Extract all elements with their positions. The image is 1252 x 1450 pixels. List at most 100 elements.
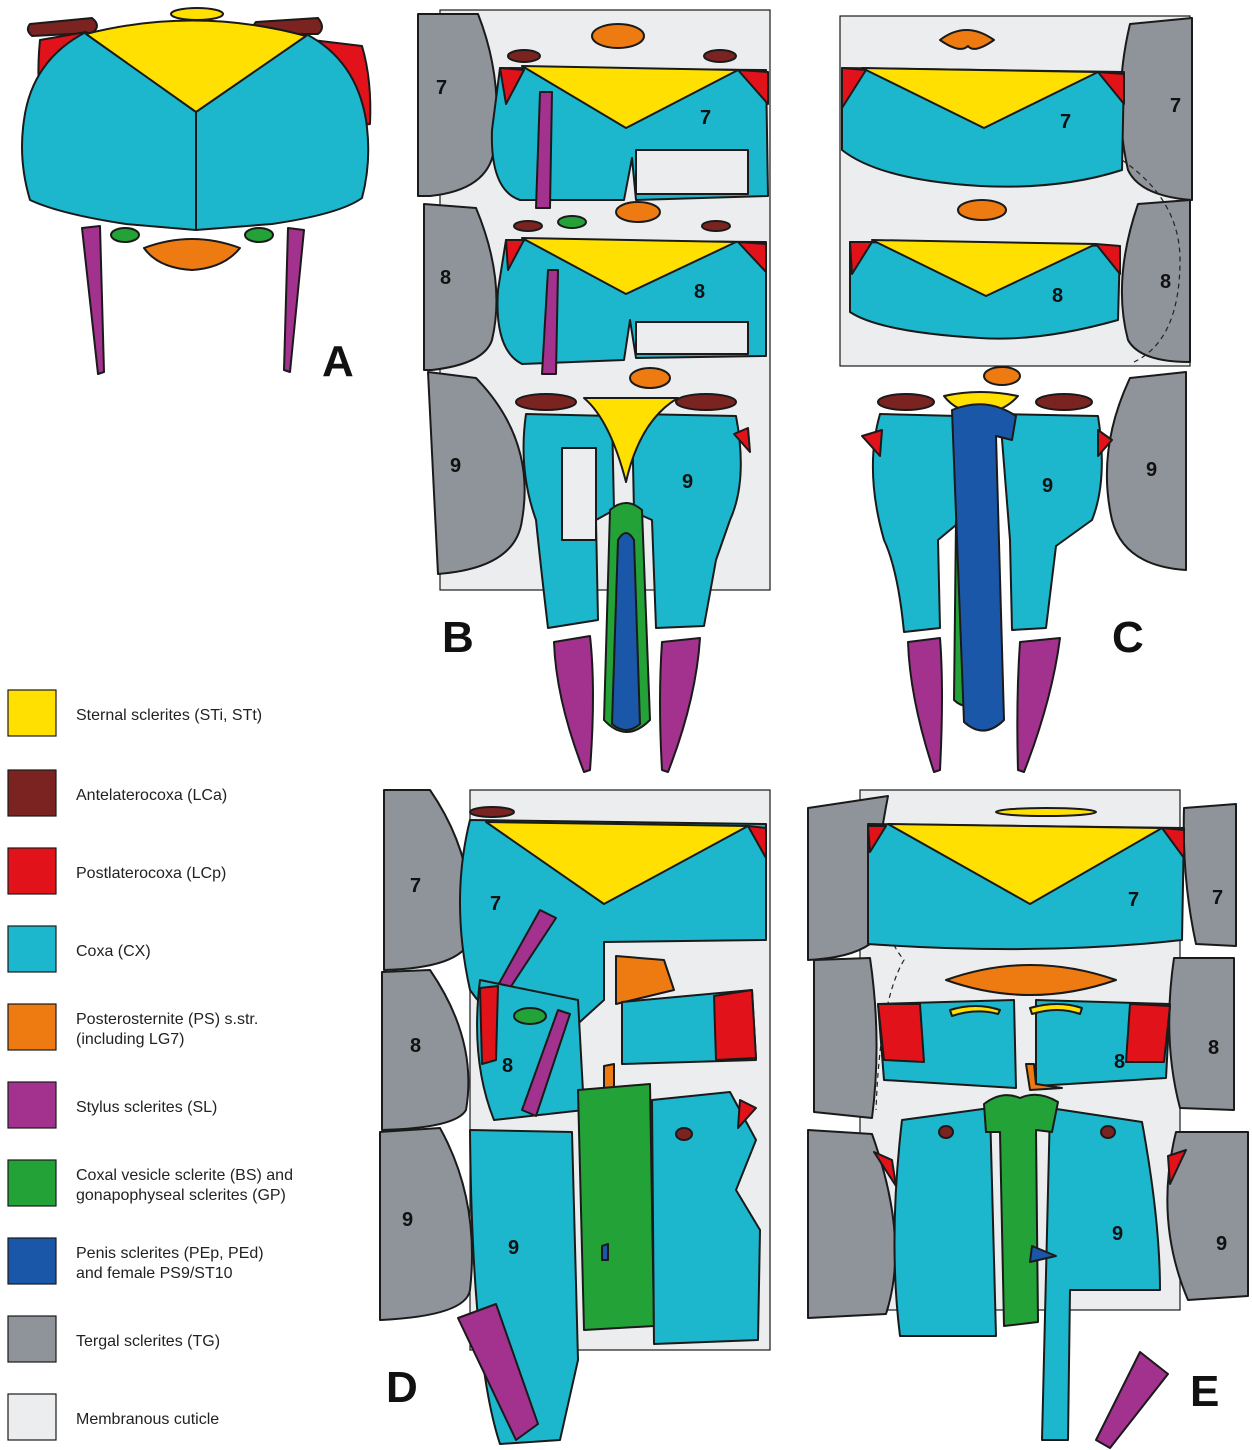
tergite-8-e-right [1169,958,1234,1110]
legend-swatch-gonapophyseal [8,1160,56,1206]
legend-item-postlaterocoxa: Postlaterocoxa (LCp) [8,848,226,894]
legend-label-coxa: Coxa (CX) [76,943,151,960]
segment-label-9-e-coxa: 9 [1112,1223,1123,1245]
legend-item-coxa: Coxa (CX) [8,926,151,972]
gonapophyseal-9-d [578,1084,654,1330]
stylus-9-b-right [660,638,700,772]
membrane-gap-8-b [636,322,748,354]
postlaterocoxa-8-d-right [714,990,756,1060]
tergite-7-c [1120,18,1192,200]
antelaterocoxa-9-e-right [1101,1126,1115,1138]
posterosternite-8-d-small [604,1064,614,1090]
legend-item-gonapophyseal: Coxal vesicle sclerite (BS) and gonapoph… [8,1160,293,1206]
segment-label-8-d-tergite: 8 [410,1035,421,1057]
legend-item-sternal: Sternal sclerites (STi, STt) [8,690,262,736]
legend-label-tergal: Tergal sclerites (TG) [76,1333,220,1350]
legend-swatch-membrane [8,1394,56,1440]
antelaterocoxa-8-b-right [702,221,730,231]
segment-label-8-b-coxa: 8 [694,281,705,303]
legend-swatch-coxa [8,926,56,972]
tergite-8-c [1122,200,1190,362]
stylus-left [82,226,104,374]
postlaterocoxa-9-c-left [862,430,882,456]
legend-swatch-tergal [8,1316,56,1362]
legend-swatch-posterosternite [8,1004,56,1050]
coxa-9-d-right [652,1092,760,1344]
penis-9-d [602,1244,608,1260]
segment-label-8-e-coxa: 8 [1114,1051,1125,1073]
panel-letter-b: B [442,613,474,662]
panel-a: A [22,8,370,386]
stylus-7-b [536,92,552,208]
segment-label-8-e-tergite: 8 [1208,1037,1219,1059]
legend-label-penis-line2: and female PS9/ST10 [76,1265,233,1282]
legend-label-posterosternite: Posterosternite (PS) s.str. [76,1011,258,1028]
gonapophyseal-8-b [558,216,586,228]
legend-label-penis: Penis sclerites (PEp, PEd) [76,1245,264,1262]
legend-label-postlaterocoxa: Postlaterocoxa (LCp) [76,865,226,882]
stylus-9-c-right [1017,638,1060,772]
stylus-9-e [1096,1352,1168,1448]
antelaterocoxa-8-b-left [514,221,542,231]
antelaterocoxa-7-b-left [508,50,540,62]
gonapophyseal-left [111,228,139,242]
antelaterocoxa-9-b-right [676,394,736,410]
tergite-9-d [380,1128,472,1320]
legend-swatch-sternal [8,690,56,736]
postlaterocoxa-8-e-right [1126,1004,1170,1062]
segment-label-9-d-tergite: 9 [402,1209,413,1231]
segment-label-7-e-tergite: 7 [1212,887,1223,909]
legend-label-antelaterocoxa: Antelaterocoxa (LCa) [76,787,227,804]
legend-label-gonapophyseal: Coxal vesicle sclerite (BS) and [76,1167,293,1184]
sternal-sclerite-small [171,8,223,20]
segment-label-9-b-tergite: 9 [450,455,461,477]
tergite-8-e-left [814,958,877,1118]
segment-label-8-c-coxa: 8 [1052,285,1063,307]
postlaterocoxa-8-d-left [480,986,498,1064]
panel-letter-e: E [1190,1367,1219,1416]
tergite-7-d [384,790,471,970]
segment-label-7-e-coxa: 7 [1128,889,1139,911]
membrane-gap-9-b [562,448,596,540]
segment-label-7-c-tergite: 7 [1170,95,1181,117]
tergite-7-e-right [1184,804,1236,946]
panel-letter-d: D [386,1363,418,1412]
antelaterocoxa-9-b-left [516,394,576,410]
posterosternite-7-b [592,24,644,48]
posterosternite-8-c [958,200,1006,220]
legend-label-sternal: Sternal sclerites (STi, STt) [76,707,262,724]
postlaterocoxa-8-e-left [878,1004,924,1062]
legend-item-tergal: Tergal sclerites (TG) [8,1316,220,1362]
membrane-gap-7-b [636,150,748,194]
tergite-7-b [418,14,497,196]
legend-swatch-antelaterocoxa [8,770,56,816]
legend-item-posterosternite: Posterosternite (PS) s.str. (including L… [8,1004,258,1050]
gonapophyseal-right [245,228,273,242]
coxa-9-e-left [894,1108,996,1336]
legend-item-penis: Penis sclerites (PEp, PEd) and female PS… [8,1238,264,1284]
stylus-9-c-left [908,638,942,772]
legend-label-membrane: Membranous cuticle [76,1411,219,1428]
stylus-9-b-left [554,636,593,772]
coxa-9-c-right [1000,414,1102,630]
segment-label-9-e-tergite: 9 [1216,1233,1227,1255]
segment-label-9-c-coxa: 9 [1042,475,1053,497]
panel-c: 7 7 8 8 9 9 C [840,16,1192,772]
legend-swatch-stylus [8,1082,56,1128]
segment-label-8-b-tergite: 8 [440,267,451,289]
antelaterocoxa-9-c-left [878,394,934,410]
antelaterocoxa-7-d [470,807,514,817]
posterosternite-8-b [616,202,660,222]
panel-e: 7 7 8 8 9 9 E [808,790,1248,1448]
stylus-right [284,228,304,372]
tergite-8-d [382,970,468,1130]
antelaterocoxa-9-e-left [939,1126,953,1138]
legend-swatch-penis [8,1238,56,1284]
antelaterocoxa-9-d [676,1128,692,1140]
segment-label-9-b-coxa: 9 [682,471,693,493]
legend-swatch-postlaterocoxa [8,848,56,894]
segment-label-8-d-coxa: 8 [502,1055,513,1077]
antelaterocoxa-7-b-right [704,50,736,62]
panel-d: 7 7 8 8 9 9 D [380,790,770,1444]
